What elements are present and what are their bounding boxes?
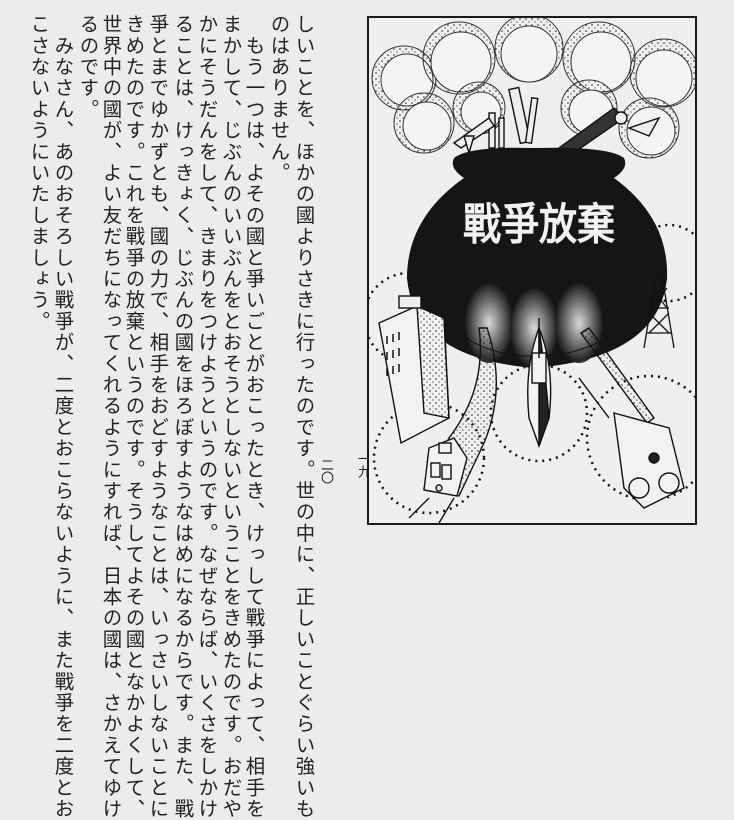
war-renunciation-illustration: 戰 爭 放 棄 bbox=[367, 16, 697, 525]
illustration-art bbox=[369, 18, 695, 523]
text-column-9: 世界中の國が、よい友だちになってくれるようにすれば、日本の國は、さかえてゆけ bbox=[99, 14, 122, 820]
text-column-7: 爭とまでゆかずとも、國の力で、相手をおどすようなことは、いっさいしないことに bbox=[146, 14, 169, 820]
radio-tower-icon bbox=[643, 257, 675, 349]
text-column-6: ることは、けっきょく、じぶんの國をほろぼすようなはめになるからです。また、戰 bbox=[171, 14, 194, 820]
war-renunciation-caption: 戰 爭 放 棄 bbox=[463, 193, 615, 250]
text-column-10: るのです。 bbox=[76, 14, 99, 120]
electric-train-icon bbox=[408, 327, 497, 523]
caption-char-1: 戰 bbox=[463, 199, 502, 250]
ship-icon bbox=[527, 318, 552, 449]
text-column-12: こさないようにいたしましょう。 bbox=[27, 14, 50, 332]
text-column-5: かにそうだんをして、きまりをつけようというのです。なぜならば、いくさをしかけ bbox=[195, 14, 218, 820]
page-number-right: 一九 bbox=[355, 452, 370, 478]
caption-char-2: 爭 bbox=[501, 199, 540, 250]
smoke-cloud-icon bbox=[371, 18, 695, 159]
text-column-3: もう一つは、よその國と爭いごとがおこったとき、けっして戰爭によって、相手を bbox=[242, 14, 265, 820]
page-number-left: 二〇 bbox=[318, 458, 333, 484]
caption-char-4: 棄 bbox=[577, 199, 616, 250]
text-column-4: まかして、じぶんのいいぶんをとおそうとしないということをきめたのです。おだや bbox=[219, 14, 242, 820]
caption-char-3: 放 bbox=[539, 199, 578, 250]
office-building-icon bbox=[378, 295, 450, 445]
weapons-icon bbox=[452, 86, 661, 157]
text-column-11: みなさん、あのおそろしい戰爭が、二度とおこらないように、また戰爭を二度とお bbox=[51, 14, 74, 820]
right-page: 一九 bbox=[345, 0, 734, 564]
text-column-1: しいことを、ほかの國よりさきに行ったのです。世の中に、正しいことぐらい強いも bbox=[292, 14, 315, 820]
black-pot-icon bbox=[406, 147, 668, 368]
ladder-truck-icon bbox=[578, 327, 685, 509]
left-page: しいことを、ほかの國よりさきに行ったのです。世の中に、正しいことぐらい強いも の… bbox=[0, 0, 345, 820]
text-column-2: のはありません。 bbox=[267, 14, 290, 184]
text-column-8: きめたのです。これを戰爭の放棄というのです。そうしてよその國となかよくして、 bbox=[122, 14, 145, 820]
